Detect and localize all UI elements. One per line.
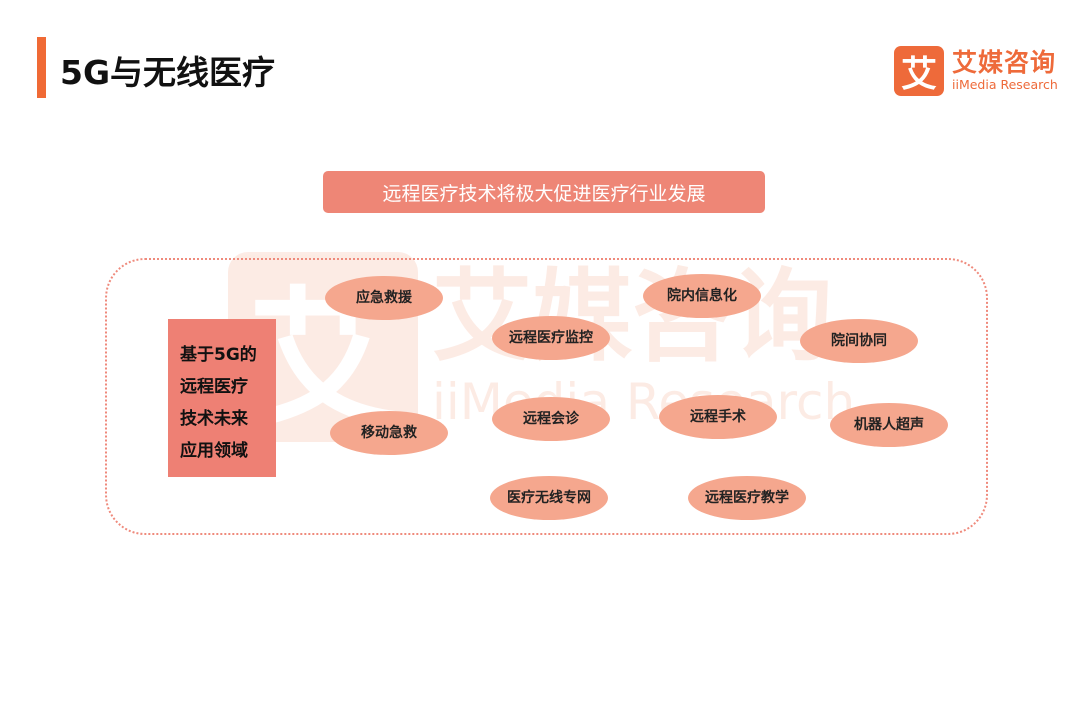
logo: 艾 艾媒咨询 iiMedia Research — [894, 46, 1058, 96]
logo-mark-icon: 艾 — [894, 46, 944, 96]
logo-name-cn: 艾媒咨询 — [952, 48, 1057, 77]
category-line: 远程医疗 — [180, 377, 248, 397]
application-bubble: 移动急救 — [330, 411, 448, 455]
category-line: 应用领域 — [180, 441, 248, 461]
title-accent-bar — [37, 37, 46, 98]
headline-banner: 远程医疗技术将极大促进医疗行业发展 — [323, 171, 765, 213]
application-bubble: 院内信息化 — [643, 274, 761, 318]
application-bubble: 远程会诊 — [492, 397, 610, 441]
application-bubble: 远程手术 — [659, 395, 777, 439]
application-bubble: 远程医疗监控 — [492, 316, 610, 360]
application-bubble: 应急救援 — [325, 276, 443, 320]
category-line: 基于5G的 — [180, 345, 257, 365]
application-bubble: 医疗无线专网 — [490, 476, 608, 520]
logo-name-en: iiMedia Research — [952, 77, 1058, 92]
category-line: 技术未来 — [180, 409, 248, 429]
application-bubble: 远程医疗教学 — [688, 476, 806, 520]
application-bubble: 机器人超声 — [830, 403, 948, 447]
applications-frame — [105, 258, 988, 535]
page-title: 5G与无线医疗 — [60, 53, 276, 92]
application-bubble: 院间协同 — [800, 319, 918, 363]
category-box: 基于5G的 远程医疗 技术未来 应用领域 — [168, 319, 276, 477]
